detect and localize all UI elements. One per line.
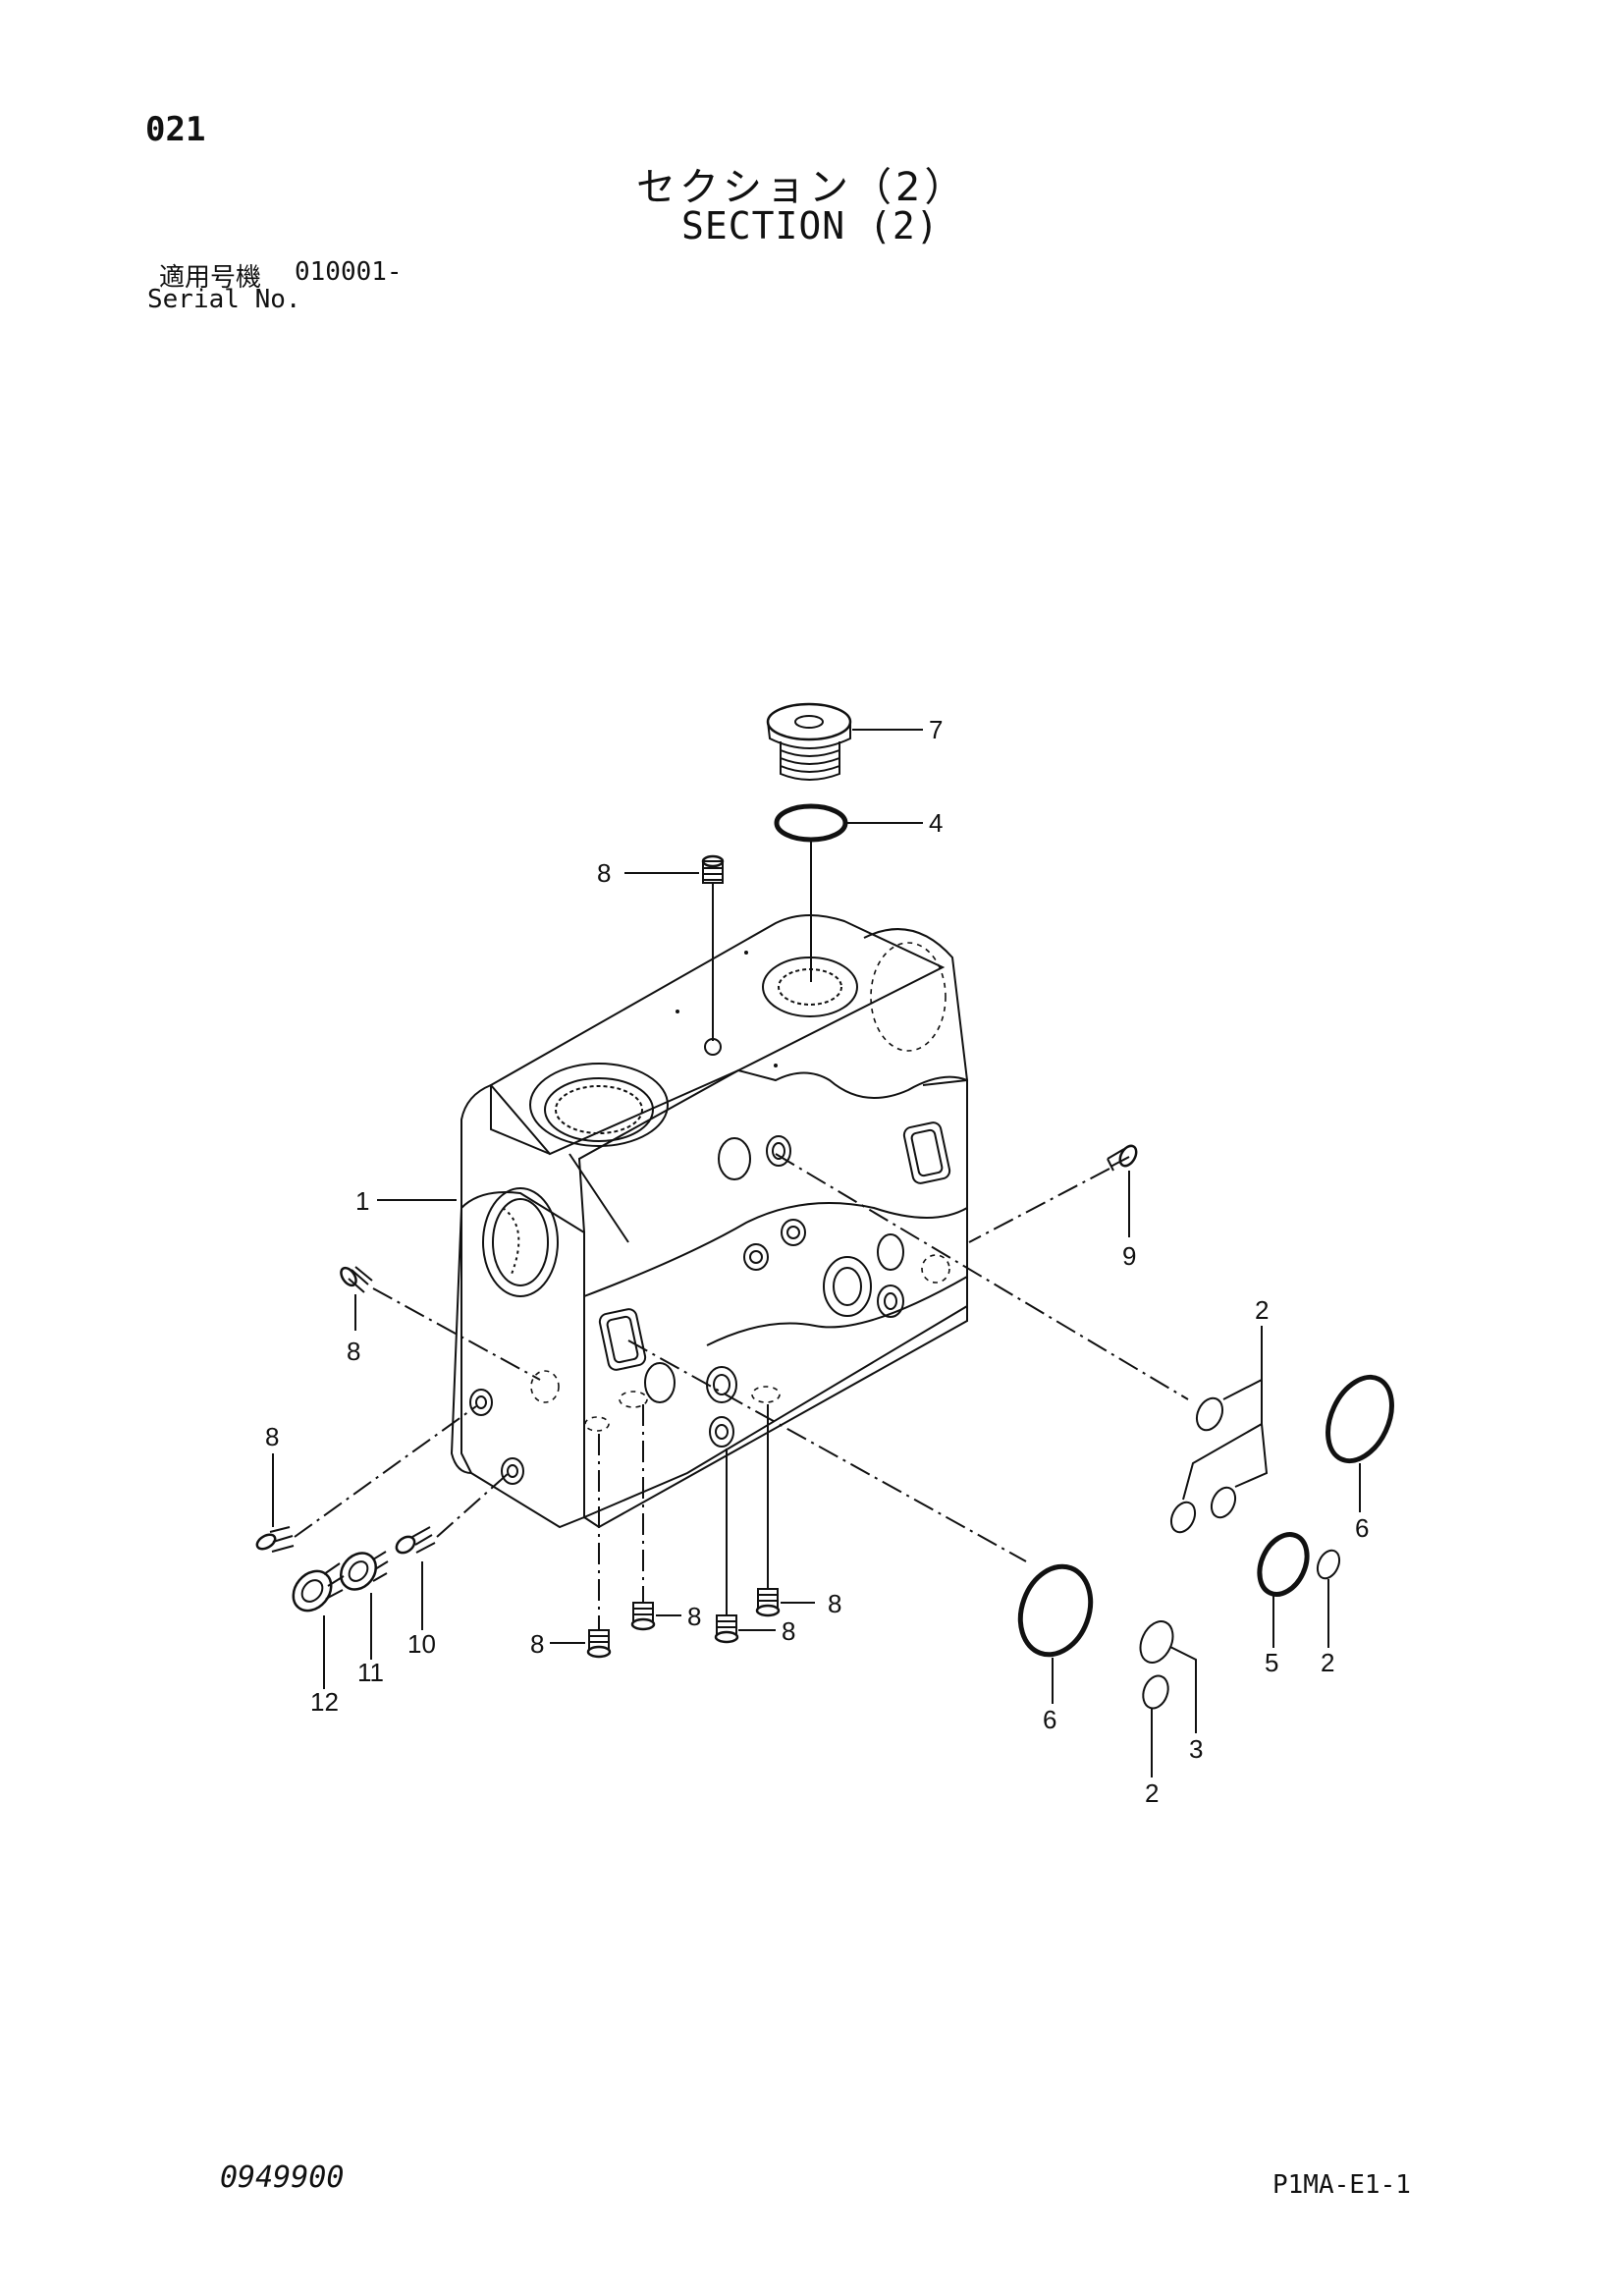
screw-part-8-bottom-3 (714, 1614, 739, 1644)
o-ring-part-2-a (1195, 1396, 1224, 1432)
callout-12: 12 (310, 1687, 339, 1717)
valve-body (450, 913, 969, 1529)
page-number: 021 (145, 110, 206, 149)
screw-part-8-left-lower (255, 1526, 295, 1553)
screw-part-8-left-upper (340, 1266, 373, 1293)
callout-2-right: 2 (1321, 1648, 1334, 1677)
callout-2-top: 2 (1255, 1295, 1269, 1325)
callout-8-left-upper: 8 (347, 1337, 360, 1366)
screw-part-9 (1107, 1144, 1138, 1172)
callout-4: 4 (929, 808, 943, 838)
callout-5: 5 (1265, 1648, 1278, 1677)
callout-6-front: 6 (1043, 1705, 1056, 1734)
serial-label-english: Serial No. (147, 285, 301, 314)
screw-part-8-bottom-1 (586, 1629, 612, 1659)
callout-2-bottom: 2 (1145, 1778, 1159, 1808)
callout-8-top: 8 (597, 858, 611, 888)
serial-value: 010001- (295, 257, 403, 287)
callout-8-b1: 8 (530, 1629, 544, 1659)
o-ring-part-3 (1139, 1620, 1174, 1664)
plug-part-12 (292, 1562, 345, 1613)
callout-3: 3 (1189, 1734, 1203, 1764)
title-japanese: セクション（2） (636, 165, 968, 210)
callout-10: 10 (407, 1629, 436, 1659)
o-ring-part-2-b (1169, 1501, 1197, 1534)
callout-8-left-lower: 8 (265, 1422, 279, 1451)
screw-part-8-bottom-2 (630, 1602, 656, 1631)
callout-6-right: 6 (1355, 1513, 1369, 1543)
serial-label-japanese: 適用号機 (159, 263, 262, 293)
o-ring-part-2-d (1316, 1549, 1341, 1580)
title-english: SECTION (2) (681, 204, 940, 247)
plug-part-10 (395, 1526, 436, 1555)
o-ring-part-5 (1257, 1532, 1310, 1597)
o-ring-part-6-front (1017, 1563, 1094, 1658)
plug-part-7 (766, 702, 852, 781)
o-ring-part-2-c (1210, 1486, 1237, 1519)
o-ring-part-2-e (1142, 1674, 1169, 1710)
callout-8-b3: 8 (782, 1616, 795, 1646)
callout-9: 9 (1122, 1241, 1136, 1271)
o-ring-part-4 (774, 803, 848, 843)
callout-1: 1 (355, 1186, 369, 1216)
screw-part-8-top (701, 854, 725, 884)
callout-8-b4: 8 (828, 1589, 841, 1618)
o-ring-part-6-right (1325, 1374, 1394, 1464)
callout-11: 11 (357, 1658, 384, 1687)
document-code: 0949900 (220, 2160, 345, 2195)
callout-7: 7 (929, 715, 943, 744)
callout-8-b2: 8 (687, 1602, 701, 1631)
screw-part-8-bottom-4 (755, 1588, 781, 1617)
page-reference: P1MA-E1-1 (1272, 2170, 1411, 2200)
plug-part-11 (339, 1551, 389, 1591)
